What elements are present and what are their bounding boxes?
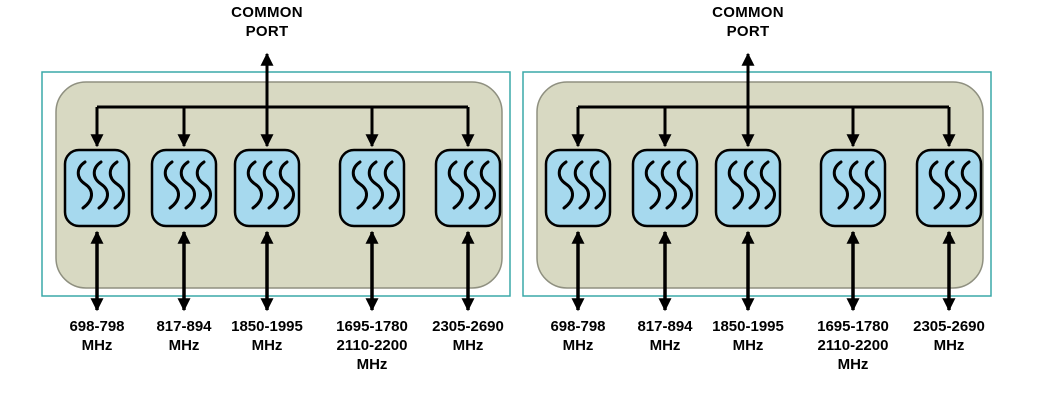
port-label-1850-1995: 1850-1995 MHz — [231, 318, 303, 354]
filter-icon — [915, 148, 983, 228]
unit-outline — [522, 71, 992, 297]
common-port-label: COMMON PORT — [712, 4, 784, 40]
port-label-2305-2690: 2305-2690 MHz — [913, 318, 985, 354]
filter-icon — [63, 148, 131, 228]
unit-outline — [41, 71, 511, 297]
multiplexer-unit-1: COMMON PORT 698-798 MHz 817-894 MHz 1850… — [12, 0, 522, 418]
filter-icon — [233, 148, 301, 228]
port-label-698-798: 698-798 MHz — [550, 318, 606, 354]
port-label-817-894: 817-894 MHz — [156, 318, 212, 354]
common-port-label: COMMON PORT — [231, 4, 303, 40]
filter-icon — [819, 148, 887, 228]
port-label-2305-2690: 2305-2690 MHz — [432, 318, 504, 354]
filter-icon — [714, 148, 782, 228]
port-label-817-894: 817-894 MHz — [637, 318, 693, 354]
filter-icon — [434, 148, 502, 228]
unit1-graphics — [41, 52, 511, 312]
port-label-1695-2200: 1695-1780 2110-2200 MHz — [817, 318, 889, 373]
port-label-1850-1995: 1850-1995 MHz — [712, 318, 784, 354]
multiplexer-unit-2: COMMON PORT 698-798 MHz 817-894 MHz 1850… — [493, 0, 1003, 418]
unit2-graphics — [522, 52, 992, 312]
filter-icon — [544, 148, 612, 228]
filter-icon — [150, 148, 218, 228]
filter-icon — [338, 148, 406, 228]
port-label-698-798: 698-798 MHz — [69, 318, 125, 354]
port-label-1695-2200: 1695-1780 2110-2200 MHz — [336, 318, 408, 373]
filter-icon — [631, 148, 699, 228]
